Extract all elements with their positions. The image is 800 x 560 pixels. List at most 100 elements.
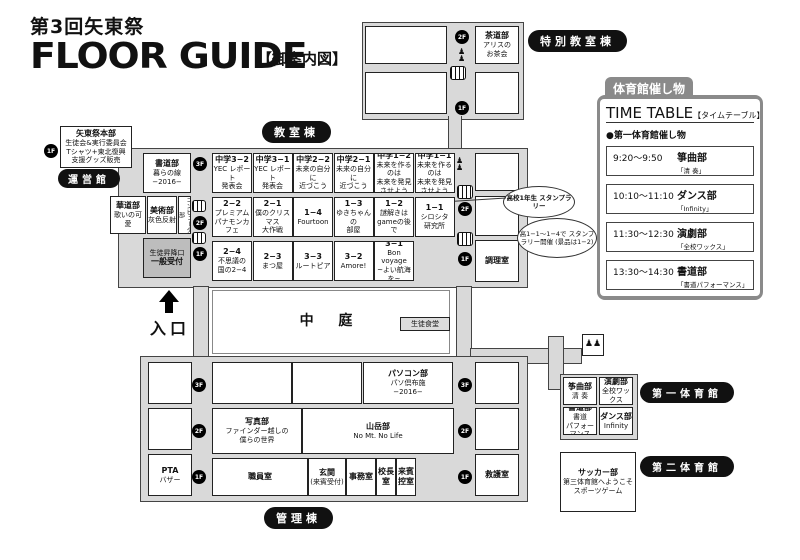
floor-1f-badge: 1F xyxy=(455,101,469,115)
room-text: Amore! xyxy=(340,261,367,270)
timetable-club: 演劇部 xyxy=(677,229,707,240)
room-text: 未来を作るのは 未来を発見させよう xyxy=(376,160,412,193)
room-text: No Mt. No Life xyxy=(353,431,403,440)
room-text: 未来の自分に 近づこう xyxy=(295,164,331,191)
admin-room xyxy=(148,362,192,404)
timetable-club: ダンス部 xyxy=(677,191,717,202)
label-unei: 運営館 xyxy=(58,169,120,188)
timetable-note: 「清 奏」 xyxy=(677,167,706,175)
room-text: アリスの お茶会 xyxy=(483,41,511,58)
room-chori: 調理室 xyxy=(475,240,519,282)
timetable-time: 13:30〜14:30 xyxy=(613,268,674,278)
admin-room: 事務室 xyxy=(346,458,376,496)
special-room-sado: 茶道部 アリスの お茶会 xyxy=(475,26,519,64)
admin-room: パソコン部パソ倶布施 −2016− xyxy=(363,362,453,404)
timetable-club: 書道部 xyxy=(677,267,707,278)
stairs-icon xyxy=(457,185,473,199)
room-name: 3−1 xyxy=(385,241,403,248)
floor-3f-badge: 3F xyxy=(458,378,472,392)
room-name: 美術部 xyxy=(150,205,174,215)
event-subtitle: 第3回矢東祭 xyxy=(30,16,145,38)
gym1-room: 書道部書道 パフォーマンス xyxy=(563,407,597,435)
admin-room xyxy=(475,362,519,404)
admin-room xyxy=(148,408,192,450)
room-name: 生徒昇降口 xyxy=(149,248,185,257)
room-text: 謎解きは gameの後で xyxy=(377,208,411,235)
room-name: 玄関 xyxy=(319,467,335,477)
timetable-title-main: TIME TABLE xyxy=(606,104,694,122)
room-text: YEC レポート 発表会 xyxy=(254,164,291,191)
admin-room xyxy=(475,408,519,450)
entrance-arrow-icon xyxy=(159,290,179,302)
room-name: サッカー部 xyxy=(578,468,618,478)
timetable-title-sub: 【タイムテーブル】 xyxy=(693,111,765,120)
room-text: ゆきちゃんの 部屋 xyxy=(336,208,371,235)
floor-1f-badge: 1F xyxy=(192,470,206,484)
special-room-a xyxy=(365,26,447,64)
room-text: 第三体育館へようこそ スポーツゲーム xyxy=(563,478,633,495)
callout-title: 高校1年生 スタンプラリー xyxy=(506,193,572,210)
timetable-note: 「書道パフォーマンス」 xyxy=(677,281,749,289)
timetable-note: 「Infinity」 xyxy=(677,205,713,213)
room-name: ダンス部 xyxy=(600,411,632,421)
admin-room xyxy=(212,362,292,404)
admin-room: 写真部ファインダー越しの 僕らの世界 xyxy=(212,408,302,454)
special-room-b xyxy=(365,72,447,114)
timetable-time: 11:30〜12:30 xyxy=(613,230,674,240)
room-name: 茶道部 xyxy=(485,31,509,41)
stamp-rally-callout: 高校1年生 スタンプラリー xyxy=(503,186,575,218)
room-name: 2−3 xyxy=(263,251,282,261)
floor-1f-badge: 1F xyxy=(44,144,58,158)
page-title: FLOOR GUIDE xyxy=(30,36,308,77)
room-text: (来賓受付) xyxy=(310,477,344,486)
room-text: ファインダー越しの 僕らの世界 xyxy=(225,427,289,444)
room-entrance-reception: 生徒昇降口 一般受付 xyxy=(143,238,191,278)
room-name: 書道部 xyxy=(568,407,592,412)
room-honbu: 矢東祭本部 生徒会&実行委員会 Tシャツ+東北復興 支援グッズ販売 xyxy=(60,126,132,168)
room-cafeteria: 生徒食堂 xyxy=(400,317,450,331)
room-name: 中学1−2 xyxy=(377,153,411,160)
timetable-club: 箏曲部 xyxy=(677,153,707,164)
room-name: 2−4 xyxy=(223,247,241,257)
room-name: 校長室 xyxy=(378,467,394,486)
timetable-divider xyxy=(606,122,754,123)
page-title-tag: 【御案内図】 xyxy=(257,50,348,68)
callout-text: 高1−1〜1−4で スタンプラリー開催 (景品は1−2) xyxy=(519,229,595,246)
room-name: 救護室 xyxy=(485,470,509,479)
room-text: 歌いの可愛 xyxy=(114,211,142,228)
room-name: 演劇部 xyxy=(604,377,628,387)
room-name: 職員室 xyxy=(248,472,272,481)
room-text: 清 奏 xyxy=(571,391,589,400)
room-name: 矢東祭本部 xyxy=(76,128,116,138)
admin-room: 校長室 xyxy=(376,458,396,496)
floor-2f-badge: 2F xyxy=(193,216,207,230)
room-name: コンピュータ部 xyxy=(178,197,191,233)
special-room-c xyxy=(475,72,519,114)
room-name: パソコン部 xyxy=(388,369,428,379)
room-name: 書道部 xyxy=(155,159,179,169)
toilet-icon: ♟♟ xyxy=(584,339,602,350)
admin-room: 来賓控室 xyxy=(396,458,416,496)
room-shodo: 書道部 暮らの線 −2016− xyxy=(143,153,191,193)
gym1-room: 演劇部全校ワックス xyxy=(599,377,633,405)
timetable-title: TIME TABLE【タイムテーブル】 xyxy=(606,104,765,122)
timetable-panel xyxy=(600,99,760,296)
room-name: 事務室 xyxy=(349,472,373,481)
room-text: Fourtoon xyxy=(297,217,329,226)
room-name: 写真部 xyxy=(245,417,269,427)
room-text: 僕のクリスマス 大作戦 xyxy=(255,208,290,235)
room-name: 中学2−2 xyxy=(296,154,330,164)
entrance-arrow-stem xyxy=(165,301,173,313)
